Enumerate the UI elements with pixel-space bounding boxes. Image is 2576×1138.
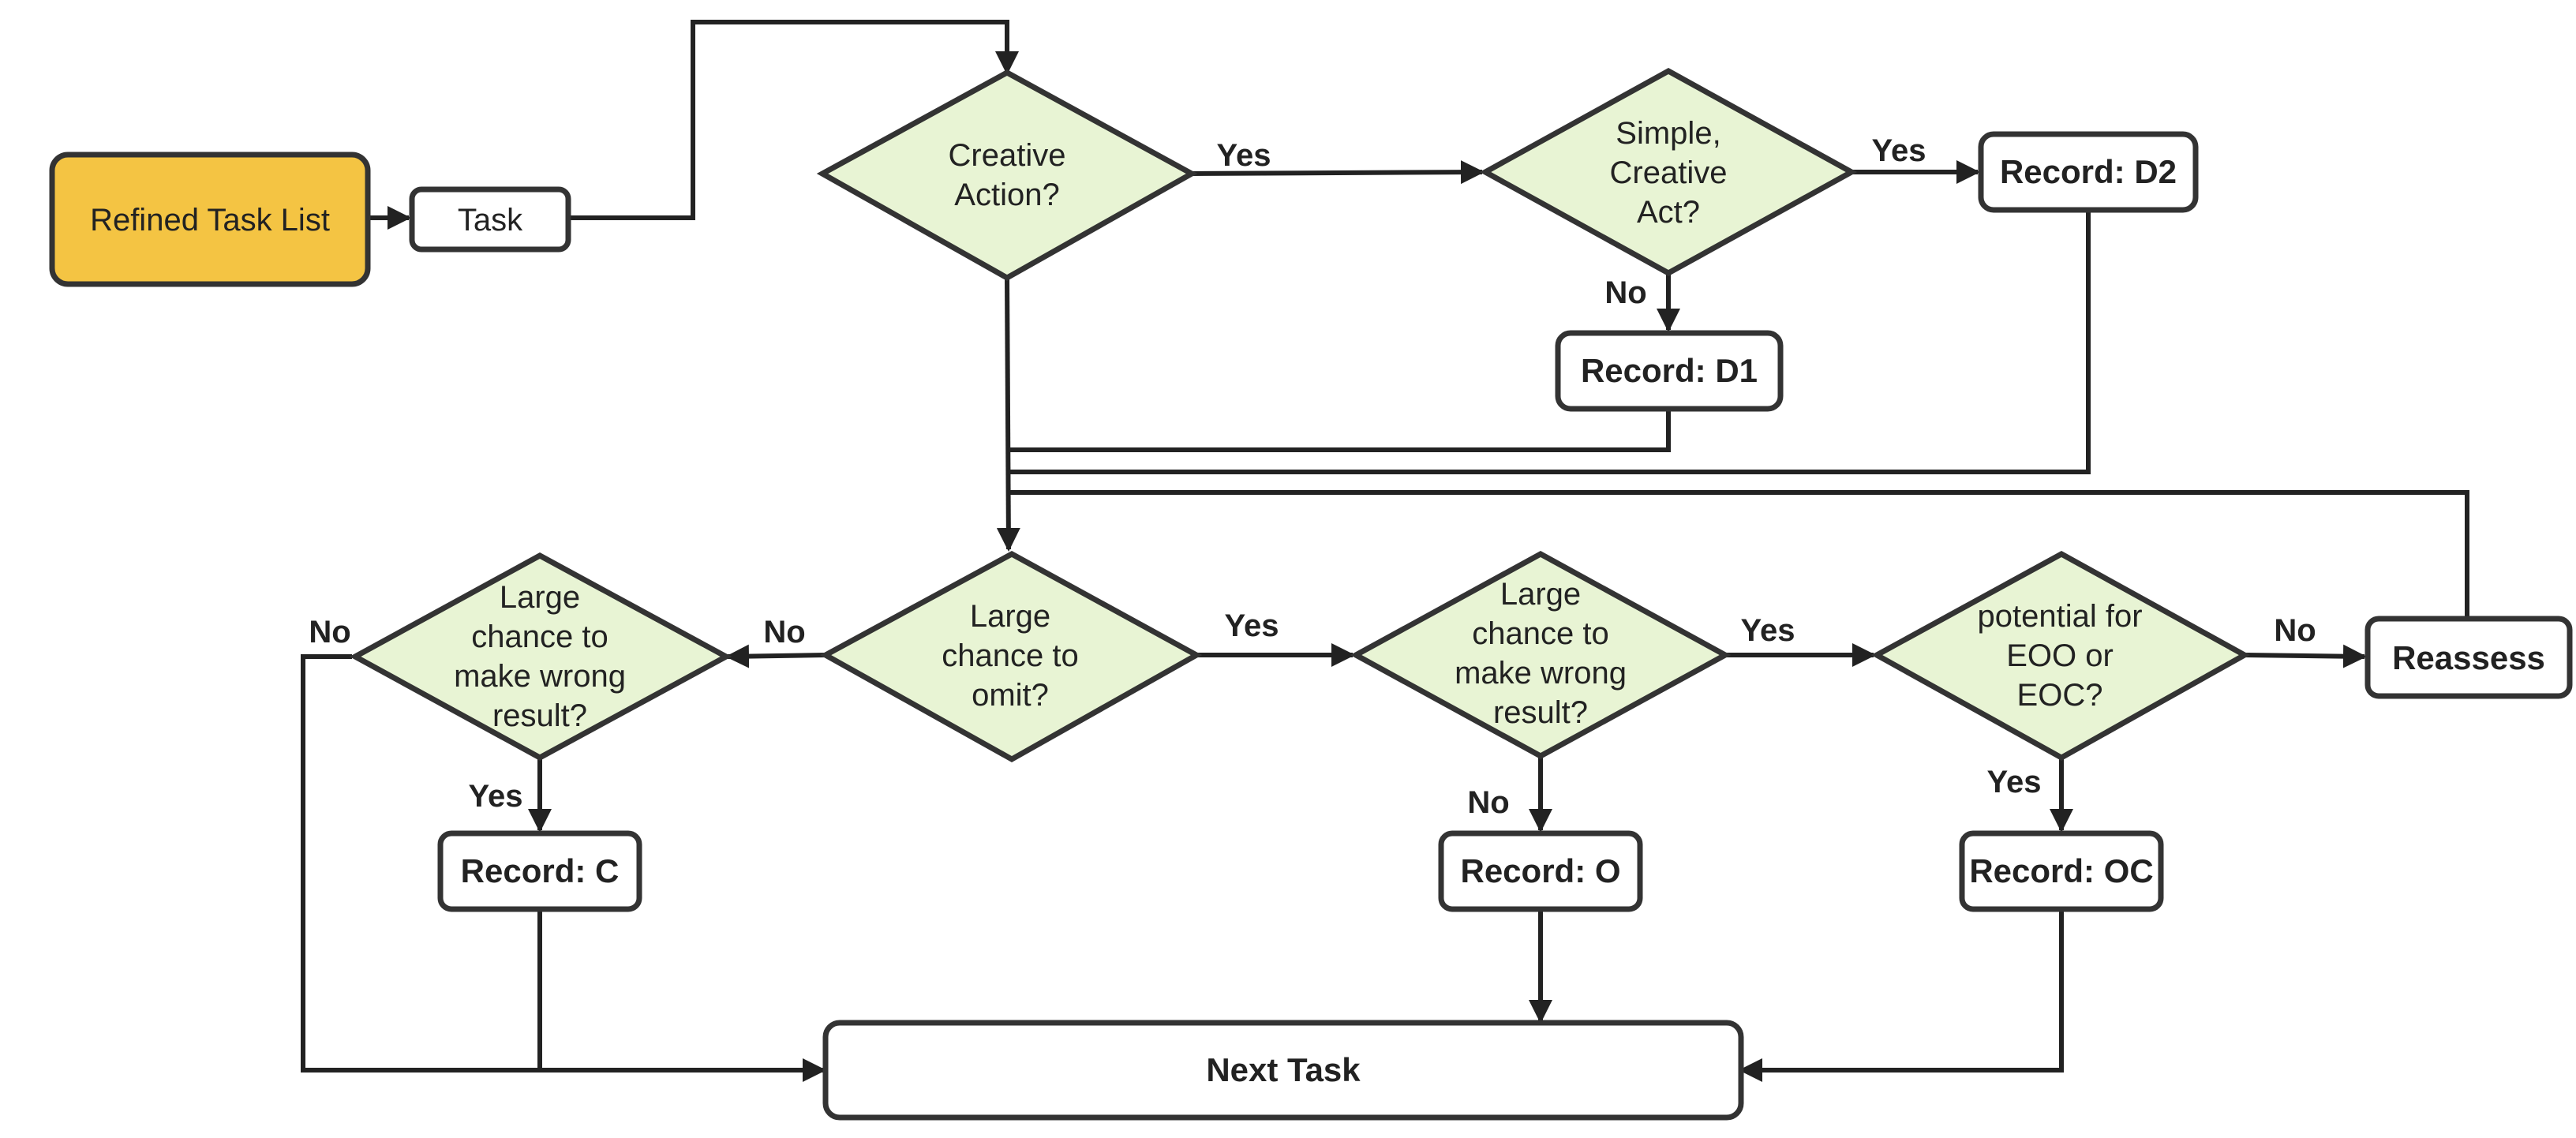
label-wrong-mid-no: No — [1467, 785, 1509, 820]
refined-task-list-node: Refined Task List — [49, 152, 371, 287]
large-wrong-mid-line4: result? — [1493, 695, 1588, 730]
edge-wrong-left-no — [301, 654, 826, 1082]
edge-eoo-no — [2244, 644, 2367, 668]
label-wrong-left-yes: Yes — [469, 779, 523, 814]
refined-task-list-label: Refined Task List — [90, 203, 330, 238]
potential-eoo-decision: potential for EOO or EOC? — [1870, 551, 2251, 762]
large-wrong-left-line2: chance to — [471, 620, 608, 654]
connectors — [301, 20, 2469, 1082]
next-task-label: Next Task — [1206, 1051, 1361, 1088]
edge-labels: Yes Yes No No Yes Yes No No Yes No Yes — [309, 133, 2316, 820]
large-wrong-left-decision: Large chance to make wrong result? — [349, 552, 732, 761]
label-omit-yes: Yes — [1225, 608, 1279, 643]
task-label: Task — [458, 203, 523, 238]
large-wrong-mid-line1: Large — [1500, 577, 1581, 612]
edge-oc-to-next — [1739, 909, 2064, 1082]
creative-action-line2: Action? — [954, 178, 1059, 212]
large-wrong-mid-line3: make wrong — [1455, 656, 1627, 691]
edge-creative-yes — [1191, 160, 1485, 185]
simple-creative-line3: Act? — [1637, 195, 1700, 230]
large-wrong-left-line3: make wrong — [454, 659, 626, 694]
record-c-node: Record: C — [437, 830, 642, 912]
record-d2-node: Record: D2 — [1978, 131, 2199, 213]
reassess-node: Reassess — [2364, 616, 2573, 699]
reassess-label: Reassess — [2392, 639, 2545, 676]
simple-creative-line1: Simple, — [1616, 116, 1720, 151]
large-omit-line3: omit? — [972, 678, 1049, 713]
record-c-label: Record: C — [461, 852, 620, 889]
large-omit-decision: Large chance to omit? — [819, 551, 1203, 763]
edge-omit-no — [725, 644, 826, 668]
large-omit-line1: Large — [970, 599, 1050, 634]
label-eoo-no: No — [2274, 613, 2316, 648]
edge-task-to-creative — [568, 20, 1019, 220]
record-d1-label: Record: D1 — [1581, 352, 1758, 389]
record-oc-label: Record: OC — [1969, 852, 2153, 889]
record-d1-node: Record: D1 — [1555, 330, 1784, 412]
large-wrong-mid-decision: Large chance to make wrong result? — [1350, 551, 1732, 759]
creative-action-line1: Creative — [949, 138, 1066, 173]
simple-creative-decision: Simple, Creative Act? — [1479, 68, 1858, 276]
large-omit-line2: chance to — [942, 638, 1078, 673]
label-simple-yes: Yes — [1872, 133, 1926, 168]
label-omit-no: No — [763, 615, 805, 649]
label-wrong-mid-yes: Yes — [1741, 613, 1795, 648]
potential-eoo-line3: EOC? — [2017, 678, 2103, 713]
creative-action-decision: Creative Action? — [816, 69, 1198, 282]
edge-creative-to-omit — [996, 277, 1020, 552]
next-task-node: Next Task — [822, 1020, 1744, 1121]
task-node: Task — [409, 186, 571, 253]
edge-d2-merge — [1009, 210, 2091, 474]
record-o-label: Record: O — [1460, 852, 1620, 889]
large-wrong-mid-line2: chance to — [1472, 616, 1608, 651]
potential-eoo-line2: EOO or — [2006, 638, 2114, 673]
edge-reassess-loop — [1009, 490, 2469, 619]
potential-eoo-line1: potential for — [1977, 599, 2142, 634]
label-eoo-yes: Yes — [1987, 765, 2042, 799]
large-wrong-left-line1: Large — [500, 580, 580, 615]
simple-creative-line2: Creative — [1610, 155, 1728, 190]
edge-d1-merge — [1009, 409, 1671, 452]
record-d2-label: Record: D2 — [2000, 153, 2177, 190]
record-o-node: Record: O — [1438, 830, 1643, 912]
record-oc-node: Record: OC — [1959, 830, 2164, 912]
large-wrong-left-line4: result? — [492, 698, 587, 733]
label-wrong-left-no: No — [309, 615, 350, 649]
label-creative-yes: Yes — [1217, 138, 1271, 173]
label-simple-no: No — [1604, 275, 1646, 310]
